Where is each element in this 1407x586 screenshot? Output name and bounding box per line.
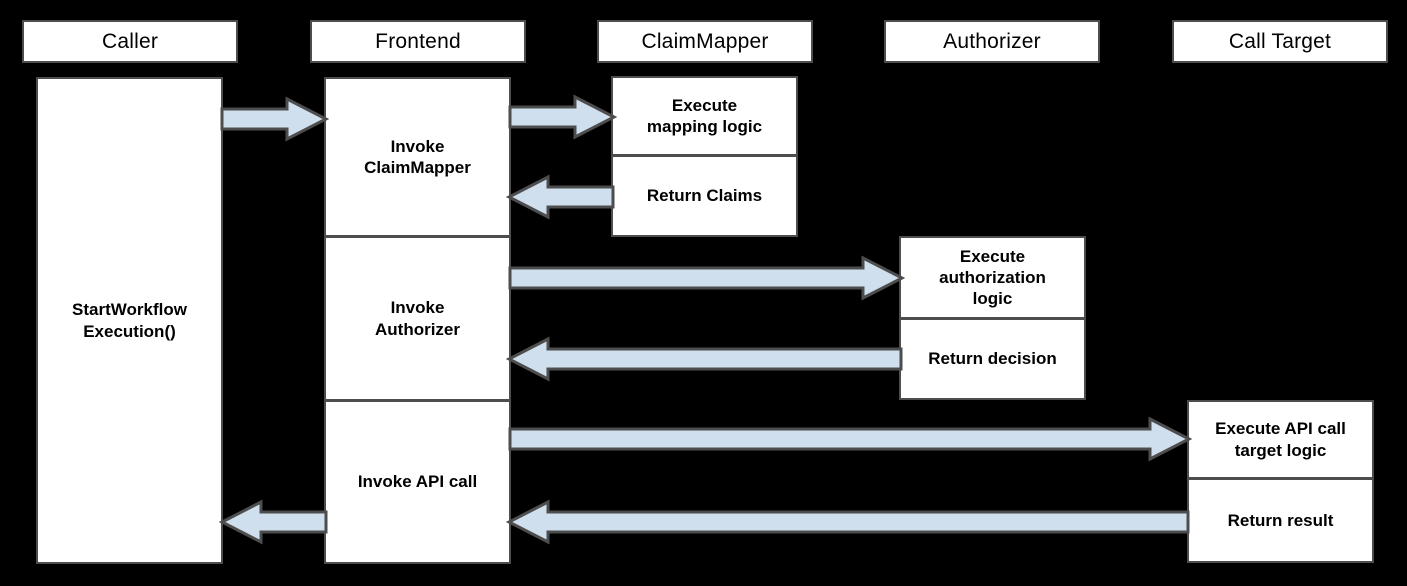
lifeline-header-calltarget[interactable]: Call Target (1172, 20, 1388, 63)
activation-calltarget-execute-api-call-target-logic-label: Execute API call target logic (1215, 419, 1346, 460)
arrow-left-icon (218, 499, 328, 545)
activation-authorizer-return-decision-label: Return decision (928, 349, 1057, 369)
activation-caller-startworkflow[interactable]: StartWorkflow Execution() (36, 77, 223, 564)
activation-claimmapper-return-claims-label: Return Claims (646, 186, 763, 206)
activation-caller-startworkflow-label: StartWorkflow Execution() (72, 300, 187, 341)
message-arrow-caller-to-frontend[interactable] (220, 96, 330, 142)
arrow-right-icon (508, 416, 1193, 462)
activation-frontend-invoke-claimmapper[interactable]: Invoke ClaimMapper (324, 77, 511, 237)
message-arrow-frontend-to-calltarget[interactable] (508, 416, 1193, 462)
lifeline-header-caller[interactable]: Caller (22, 20, 238, 63)
lifeline-header-authorizer-label: Authorizer (943, 29, 1041, 53)
lifeline-header-claimmapper[interactable]: ClaimMapper (597, 20, 813, 63)
activation-claimmapper-execute-mapping-logic-label: Execute mapping logic (646, 95, 763, 136)
activation-authorizer-return-decision[interactable]: Return decision (899, 318, 1086, 400)
message-arrow-frontend-to-claimmapper[interactable] (508, 94, 618, 140)
message-arrow-frontend-to-authorizer[interactable] (508, 255, 906, 301)
activation-frontend-invoke-api-call-label: Invoke API call (357, 472, 478, 492)
activation-frontend-invoke-authorizer[interactable]: Invoke Authorizer (324, 236, 511, 401)
arrow-right-icon (508, 94, 618, 140)
activation-calltarget-execute-api-call-target-logic[interactable]: Execute API call target logic (1187, 400, 1374, 479)
message-arrow-frontend-to-caller[interactable] (218, 499, 328, 545)
message-arrow-authorizer-to-frontend[interactable] (505, 336, 903, 382)
arrow-left-icon (505, 336, 903, 382)
arrow-right-icon (220, 96, 330, 142)
activation-calltarget-return-result[interactable]: Return result (1187, 478, 1374, 563)
activation-claimmapper-execute-mapping-logic[interactable]: Execute mapping logic (611, 76, 798, 156)
activation-frontend-invoke-api-call[interactable]: Invoke API call (324, 400, 511, 564)
arrow-left-icon (505, 174, 615, 220)
lifeline-header-frontend-label: Frontend (375, 29, 461, 53)
activation-authorizer-execute-authorization-logic[interactable]: Execute authorization logic (899, 236, 1086, 319)
message-arrow-calltarget-to-frontend[interactable] (505, 499, 1190, 545)
activation-calltarget-return-result-label: Return result (1227, 510, 1334, 530)
activation-frontend-invoke-authorizer-label: Invoke Authorizer (375, 298, 460, 339)
lifeline-header-authorizer[interactable]: Authorizer (884, 20, 1100, 63)
activation-claimmapper-return-claims[interactable]: Return Claims (611, 155, 798, 237)
message-arrow-claimmapper-to-frontend[interactable] (505, 174, 615, 220)
activation-frontend-invoke-claimmapper-label: Invoke ClaimMapper (364, 136, 471, 177)
lifeline-header-caller-label: Caller (101, 29, 159, 53)
arrow-right-icon (508, 255, 906, 301)
lifeline-header-frontend[interactable]: Frontend (310, 20, 526, 63)
activation-authorizer-execute-authorization-logic-label: Execute authorization logic (939, 246, 1046, 309)
lifeline-header-claimmapper-label: ClaimMapper (641, 29, 769, 53)
arrow-left-icon (505, 499, 1190, 545)
lifeline-header-calltarget-label: Call Target (1228, 29, 1332, 53)
